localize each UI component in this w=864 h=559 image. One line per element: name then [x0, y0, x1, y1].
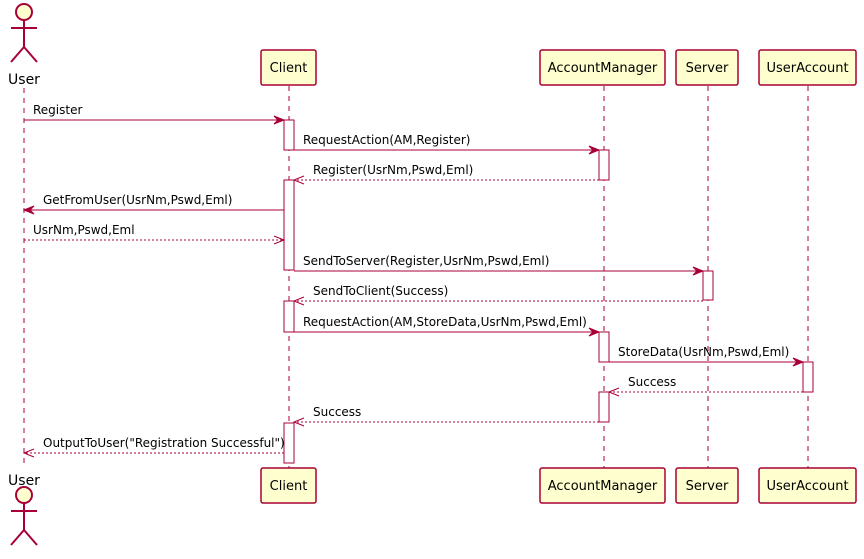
participant-label: Client — [270, 479, 308, 494]
participant-top-am: AccountManager — [539, 49, 666, 86]
message-6: SendToServer(Register,UsrNm,Pswd,Eml) — [294, 254, 705, 276]
activation-bar-am — [598, 149, 610, 181]
message-label: SendToServer(Register,UsrNm,Pswd,Eml) — [303, 254, 549, 268]
participant-label: Server — [686, 61, 729, 76]
participant-box — [675, 49, 739, 86]
message-2: RequestAction(AM,Register) — [294, 133, 601, 155]
message-label: UsrNm,Pswd,Eml — [33, 223, 135, 237]
participant-label: UserAccount — [766, 479, 848, 494]
arrowhead — [588, 145, 601, 155]
actor-user: User — [8, 3, 40, 88]
message-9: StoreData(UsrNm,Pswd,Eml) — [609, 345, 805, 367]
participant-box — [539, 467, 666, 504]
actor-label: User — [8, 72, 40, 88]
participant-bottom-ua: UserAccount — [758, 467, 857, 504]
message-label: RequestAction(AM,StoreData,UsrNm,Pswd,Em… — [303, 315, 587, 329]
message-12: OutputToUser("Registration Successful") — [22, 436, 285, 458]
message-label: RequestAction(AM,Register) — [303, 133, 470, 147]
arrowhead — [292, 417, 305, 427]
message-8: RequestAction(AM,StoreData,UsrNm,Pswd,Em… — [294, 315, 601, 337]
participant-box — [675, 467, 739, 504]
participant-box — [758, 49, 857, 86]
actor-label: User — [8, 473, 40, 489]
participant-top-server: Server — [675, 49, 739, 86]
message-label: Register — [33, 103, 82, 117]
arrowhead — [292, 296, 305, 306]
message-label: StoreData(UsrNm,Pswd,Eml) — [618, 345, 789, 359]
participant-box — [539, 49, 666, 86]
activation-bar-client — [283, 422, 295, 464]
activation-bar-am — [598, 331, 610, 363]
activation-bar-am — [598, 391, 610, 423]
activation-bar-client — [283, 300, 295, 333]
participant-top-client: Client — [260, 49, 317, 86]
message-7: SendToClient(Success) — [292, 284, 703, 306]
actor-user: User — [8, 473, 40, 546]
message-label: Success — [313, 405, 361, 419]
activation-bar-client — [283, 179, 295, 271]
participant-top-ua: UserAccount — [758, 49, 857, 86]
message-1: Register — [24, 103, 286, 125]
actor-leg-left — [10, 46, 25, 63]
actor-head — [15, 3, 33, 21]
message-label: OutputToUser("Registration Successful") — [43, 436, 285, 450]
arrowhead — [22, 205, 35, 215]
arrowhead — [292, 175, 305, 185]
activation-bar-server — [702, 270, 714, 301]
arrowhead — [273, 115, 286, 125]
message-label: Register(UsrNm,Pswd,Eml) — [313, 163, 473, 177]
arrowhead — [588, 327, 601, 337]
message-4: GetFromUser(UsrNm,Pswd,Eml) — [22, 193, 284, 215]
actor-leg-left — [10, 529, 25, 546]
message-10: Success — [607, 375, 803, 397]
message-5: UsrNm,Pswd,Eml — [24, 223, 286, 245]
message-label: SendToClient(Success) — [313, 284, 448, 298]
message-label: GetFromUser(UsrNm,Pswd,Eml) — [43, 193, 232, 207]
activation-bar-client — [283, 119, 295, 151]
participant-label: UserAccount — [766, 61, 848, 76]
participant-bottom-am: AccountManager — [539, 467, 666, 504]
participant-label: Server — [686, 479, 729, 494]
message-11: Success — [292, 405, 599, 427]
message-3: Register(UsrNm,Pswd,Eml) — [292, 163, 599, 185]
participant-label: Client — [270, 61, 308, 76]
arrowhead — [273, 235, 286, 245]
participant-label: AccountManager — [548, 61, 658, 76]
message-label: Success — [628, 375, 676, 389]
actor-leg-right — [23, 529, 38, 546]
arrowhead — [792, 357, 805, 367]
actor-leg-right — [23, 46, 38, 63]
arrowhead — [607, 387, 620, 397]
participant-box — [758, 467, 857, 504]
participant-label: AccountManager — [548, 479, 658, 494]
participant-bottom-client: Client — [260, 467, 317, 504]
actor-head — [15, 486, 33, 504]
arrowhead — [22, 448, 35, 458]
participant-bottom-server: Server — [675, 467, 739, 504]
activation-bar-ua — [802, 361, 814, 393]
participant-box — [260, 467, 317, 504]
participant-box — [260, 49, 317, 86]
arrowhead — [692, 266, 705, 276]
